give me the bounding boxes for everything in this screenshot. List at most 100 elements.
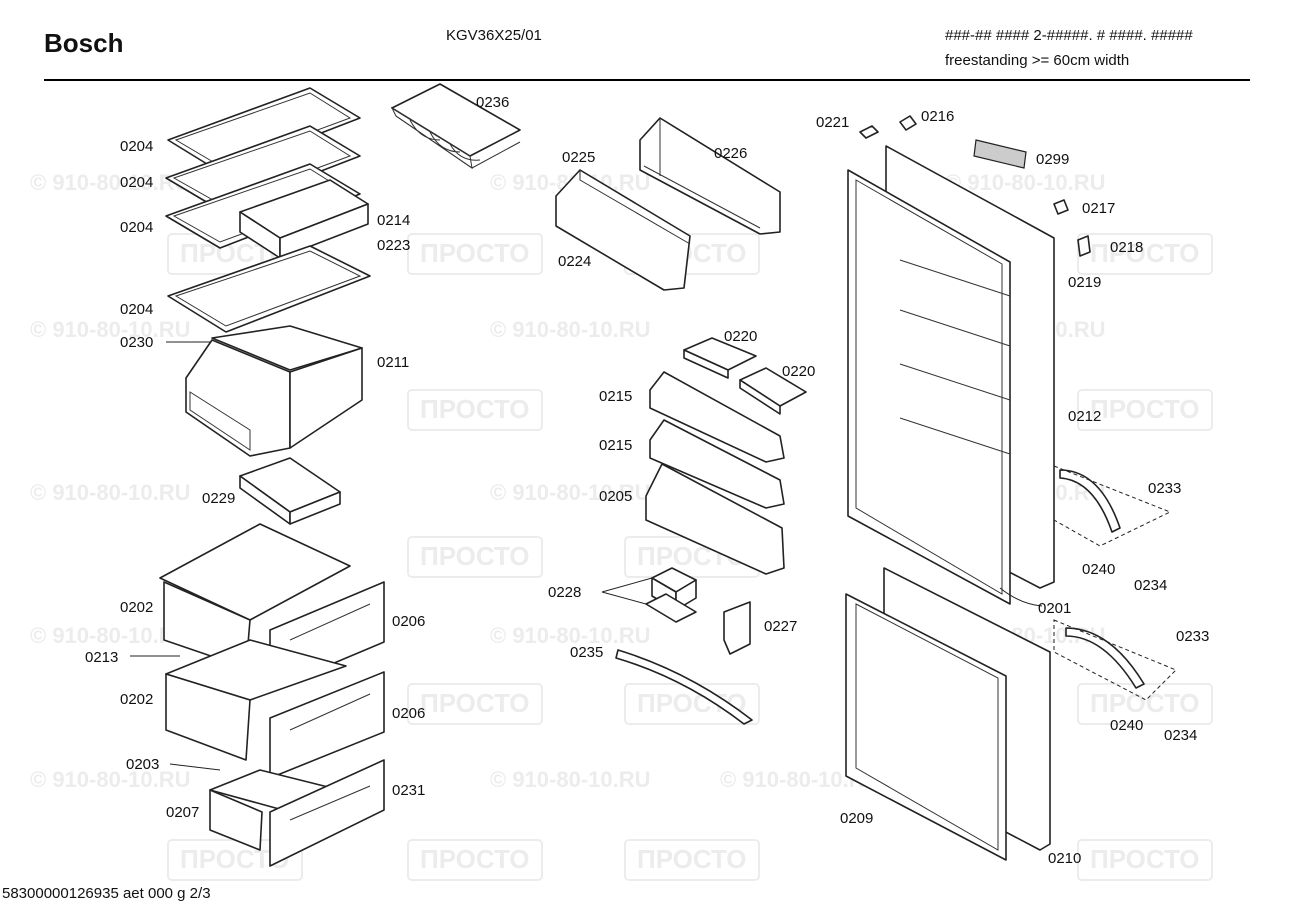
small-drawer-0214 <box>239 179 369 259</box>
hinge-cover-0218 <box>1077 235 1091 257</box>
label-0209: 0209 <box>840 810 873 827</box>
label-0201: 0201 <box>1038 600 1071 617</box>
trim-strip-0299 <box>973 139 1027 169</box>
ice-tray-0229 <box>239 457 341 525</box>
label-0213: 0213 <box>85 649 118 666</box>
watermark-phone: © 910-80-10.RU <box>30 317 191 342</box>
leader-lines <box>130 341 1043 771</box>
watermark-phone: © 910-80-10.RU <box>490 317 651 342</box>
label-0227: 0227 <box>764 618 797 635</box>
door-cover-0224 <box>555 169 691 291</box>
bottle-retainer-0235 <box>615 649 753 725</box>
label-0223: 0223 <box>377 237 410 254</box>
label-0234: 0234 <box>1164 727 1197 744</box>
door-handle-lower <box>1053 619 1177 701</box>
divider-0227 <box>723 601 751 655</box>
label-0212: 0212 <box>1068 408 1101 425</box>
watermark-logo: ПРОСТО <box>637 844 747 874</box>
label-0204: 0204 <box>120 174 153 191</box>
label-0240: 0240 <box>1082 561 1115 578</box>
butter-box-0228 <box>645 567 697 623</box>
door-hinge-0221 <box>859 125 879 139</box>
label-0204: 0204 <box>120 219 153 236</box>
watermark-logo-row-4: ПРОСТО ПРОСТО ПРОСТО <box>407 683 1213 725</box>
watermark-phone: © 910-80-10.RU <box>30 767 191 792</box>
label-0219: 0219 <box>1068 274 1101 291</box>
label-0214: 0214 <box>377 212 410 229</box>
door-hinge-0216 <box>899 115 917 131</box>
label-0203: 0203 <box>126 756 159 773</box>
watermark-logo: ПРОСТО <box>420 541 530 571</box>
watermark-phone: © 910-80-10.RU <box>30 480 191 505</box>
glass-shelf-1 <box>167 87 361 173</box>
door-shelf-0226 <box>639 117 781 235</box>
label-0233: 0233 <box>1148 480 1181 497</box>
label-0206: 0206 <box>392 613 425 630</box>
model-number: KGV36X25/01 <box>446 27 542 44</box>
door-handle-upper <box>1053 465 1172 547</box>
label-0216: 0216 <box>921 108 954 125</box>
egg-tray-2 <box>739 367 807 415</box>
label-0205: 0205 <box>599 488 632 505</box>
label-0220: 0220 <box>782 363 815 380</box>
freezer-drawer-middle <box>165 639 385 779</box>
watermark-phone: © 910-80-10.RU <box>945 170 1106 195</box>
label-0230: 0230 <box>120 334 153 351</box>
label-0217: 0217 <box>1082 200 1115 217</box>
watermark-logo: ПРОСТО <box>1090 394 1200 424</box>
freezer-drawer-lower <box>209 759 385 867</box>
label-0215: 0215 <box>599 388 632 405</box>
label-0221: 0221 <box>816 114 849 131</box>
watermark-phone: © 910-80-10.RU <box>490 623 651 648</box>
product-code: ###-## #### 2-#####. # ####. ##### <box>945 27 1193 44</box>
label-0206: 0206 <box>392 705 425 722</box>
label-0207: 0207 <box>166 804 199 821</box>
watermark-phone: © 910-80-10.RU <box>490 480 651 505</box>
glass-shelf-4 <box>167 245 371 333</box>
watermark-phone: © 910-80-10.RU <box>490 767 651 792</box>
label-0220: 0220 <box>724 328 757 345</box>
door-bin-middle <box>649 419 785 509</box>
watermark-phone: © 910-80-10.RU <box>30 170 191 195</box>
watermark-logo-row-2: ПРОСТО ПРОСТО <box>407 389 1213 431</box>
watermark-logo: ПРОСТО <box>420 238 530 268</box>
header-rule <box>44 79 1250 81</box>
watermark-logo: ПРОСТО <box>1090 688 1200 718</box>
label-0210: 0210 <box>1048 850 1081 867</box>
watermark-logo: ПРОСТО <box>420 394 530 424</box>
label-0225: 0225 <box>562 149 595 166</box>
crisper-drawer-0211 <box>185 325 363 457</box>
label-0211: 0211 <box>377 354 409 371</box>
part-labels: 0204 0204 0204 0204 0230 0211 0236 0214 … <box>85 94 1209 867</box>
label-0202: 0202 <box>120 599 153 616</box>
watermark-logo: ПРОСТО <box>420 844 530 874</box>
egg-tray-1 <box>683 337 757 379</box>
watermark-phone-row-5: © 910-80-10.RU © 910-80-10.RU © 910-80-1… <box>30 767 881 792</box>
label-0218: 0218 <box>1110 239 1143 256</box>
watermark-logo: ПРОСТО <box>1090 238 1200 268</box>
label-0215: 0215 <box>599 437 632 454</box>
label-0224: 0224 <box>558 253 591 270</box>
watermark-logo: ПРОСТО <box>420 688 530 718</box>
label-0229: 0229 <box>202 490 235 507</box>
glass-shelf-2 <box>165 125 361 211</box>
label-0240: 0240 <box>1110 717 1143 734</box>
product-subtitle: freestanding >= 60cm width <box>945 52 1130 69</box>
label-0204: 0204 <box>120 301 153 318</box>
label-0233: 0233 <box>1176 628 1209 645</box>
label-0228: 0228 <box>548 584 581 601</box>
hinge-cover-0217 <box>1053 199 1069 215</box>
bottle-rack-0236 <box>390 83 521 170</box>
brand-name: Bosch <box>44 28 124 58</box>
fridge-door-0201 <box>847 145 1055 605</box>
freezer-door-0209 <box>845 567 1051 861</box>
label-0234: 0234 <box>1134 577 1167 594</box>
door-bin-large <box>645 463 785 575</box>
label-0236: 0236 <box>476 94 509 111</box>
label-0299: 0299 <box>1036 151 1069 168</box>
label-0231: 0231 <box>392 782 425 799</box>
label-0202: 0202 <box>120 691 153 708</box>
door-bin-upper <box>649 371 785 463</box>
document-reference: 58300000126935 aet 000 g 2/3 <box>2 885 211 902</box>
